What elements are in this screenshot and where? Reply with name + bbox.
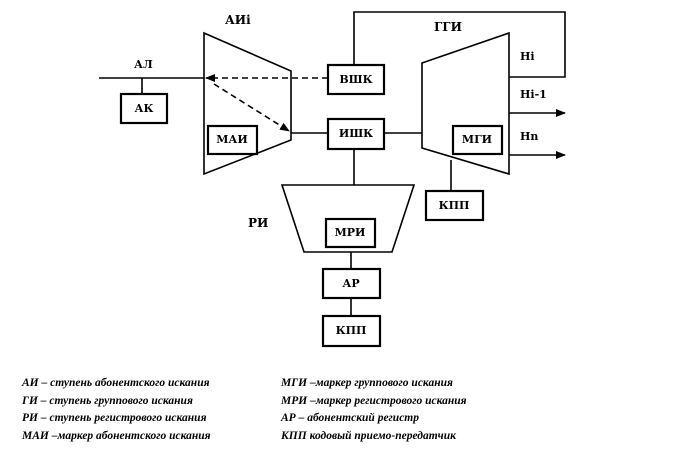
- box-ishk: ИШК: [326, 117, 386, 151]
- legend-item-ri: РИ – ступень регистрового искания: [22, 412, 207, 424]
- box-vshk: ВШК: [326, 63, 386, 96]
- svg-text:МРИ: МРИ: [335, 226, 366, 239]
- svg-text:ВШК: ВШК: [339, 73, 372, 86]
- box-kpp-gi: КПП: [424, 189, 485, 222]
- label-al: АЛ: [134, 58, 153, 71]
- svg-text:КПП: КПП: [439, 199, 470, 212]
- box-mgi: МГИ: [451, 124, 504, 156]
- dashed-arrow-input-to-ishk: [213, 83, 290, 132]
- label-out-hn: Hn: [520, 130, 538, 143]
- svg-text:МГИ: МГИ: [462, 133, 492, 146]
- feedback-loop: [353, 11, 566, 78]
- box-ak: АК: [119, 92, 169, 125]
- svg-text:АР: АР: [342, 277, 359, 290]
- label-ai: АИi: [225, 13, 251, 27]
- box-kpp-ri: КПП: [321, 314, 382, 348]
- box-mai: МАИ: [206, 124, 259, 156]
- legend-right: МГИ –маркер группового искания МРИ –марк…: [281, 375, 467, 445]
- box-mri: МРИ: [324, 217, 377, 249]
- label-out-hi1: Hi-1: [520, 88, 547, 101]
- legend-left: АИ – ступень абонентского искания ГИ – с…: [22, 375, 211, 445]
- label-out-hi: Hi: [520, 50, 535, 63]
- legend-item-gi: ГИ – ступень группового искания: [22, 394, 193, 407]
- label-ri: РИ: [248, 216, 268, 230]
- legend-item-ar: АР – абонентский регистр: [281, 412, 419, 424]
- svg-text:МАИ: МАИ: [216, 133, 248, 146]
- box-ar: АР: [321, 267, 382, 300]
- legend-item-kpp: КПП кодовый приемо-передатчик: [281, 429, 456, 442]
- label-gi: ГГИ: [434, 20, 462, 34]
- svg-text:КПП: КПП: [336, 324, 367, 337]
- legend-item-mri: МРИ –маркер регистрового искания: [281, 394, 467, 407]
- legend-item-ai: АИ – ступень абонентского искания: [22, 377, 210, 389]
- svg-text:АК: АК: [135, 102, 154, 115]
- legend-item-mai: МАИ –маркер абонентского искания: [22, 429, 211, 442]
- legend-item-mgi: МГИ –маркер группового искания: [281, 377, 453, 389]
- svg-text:ИШК: ИШК: [339, 127, 373, 140]
